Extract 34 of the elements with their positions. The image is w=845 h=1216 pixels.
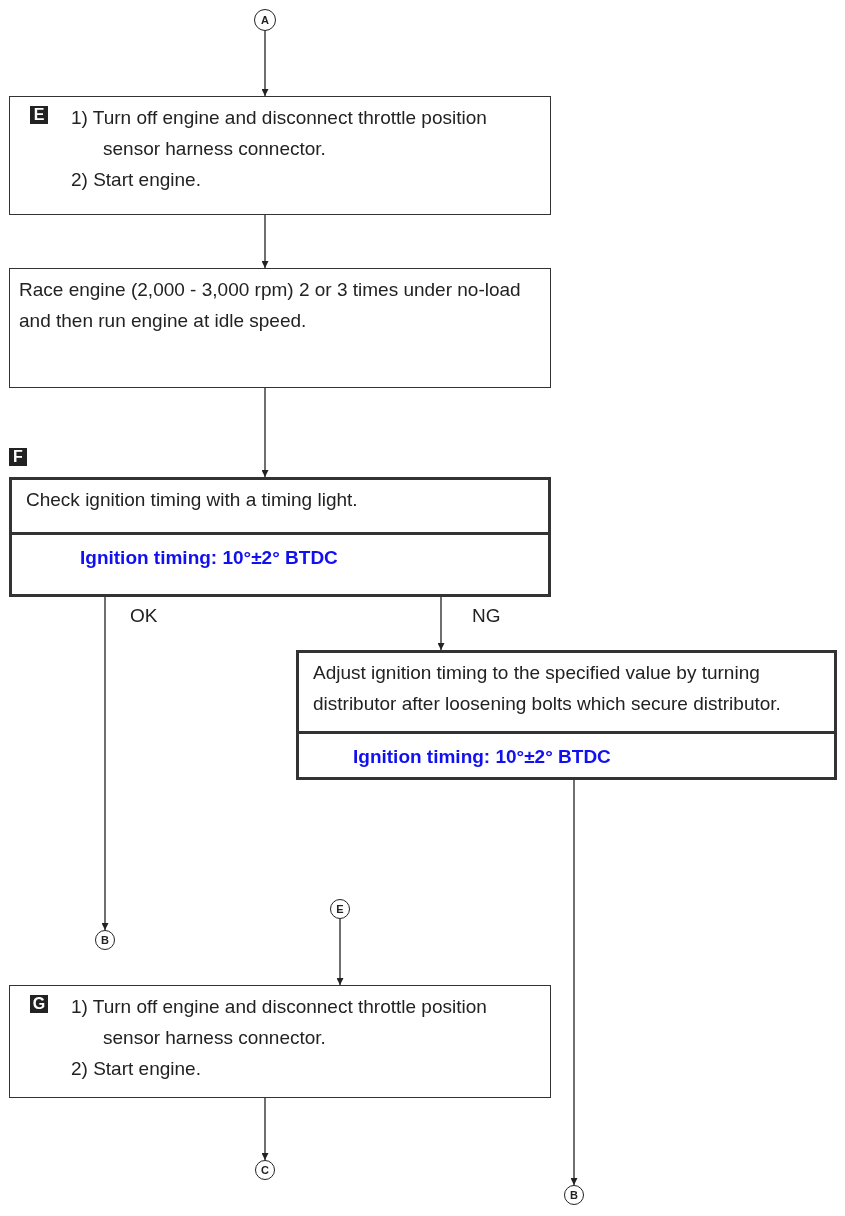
connector-letter: B (570, 1189, 578, 1201)
spec-text: Ignition timing: 10°±2° BTDC (80, 547, 338, 569)
arrow (336, 918, 344, 986)
connector-letter: C (261, 1164, 269, 1176)
step-marker: G (30, 995, 48, 1013)
instruction-text: Adjust ignition timing to the specified value by turning distributor after loosening bolts which secure distributor. (313, 661, 782, 716)
arrow (261, 30, 269, 97)
connector-letter: A (261, 14, 269, 26)
instruction-text: 1) Turn off engine and disconnect throttle position sensor harness connector. (71, 106, 488, 161)
instruction-text: 2) Start engine. (71, 168, 202, 192)
process-box (9, 268, 551, 388)
connector-circle (564, 1185, 584, 1205)
step-marker: F (9, 448, 27, 466)
process-box (9, 96, 551, 215)
arrow (261, 1097, 269, 1161)
instruction-text: Race engine (2,000 - 3,000 rpm) 2 or 3 times under no-load and then run engine at idle speed. (19, 278, 522, 333)
instruction-text: 2) Start engine. (71, 1057, 202, 1081)
connector-letter: B (101, 934, 109, 946)
connector-circle (95, 930, 115, 950)
instruction-text: Check ignition timing with a timing light. (26, 488, 359, 512)
arrow (570, 779, 578, 1186)
process-box (9, 985, 551, 1098)
instruction-text: 1) Turn off engine and disconnect throttle position sensor harness connector. (71, 995, 488, 1050)
check-box (296, 650, 837, 780)
arrow (261, 387, 269, 478)
arrow (437, 596, 445, 651)
arrow (261, 214, 269, 269)
arrow (101, 596, 109, 931)
connector-circle (254, 9, 276, 31)
step-marker: E (30, 106, 48, 124)
connector-circle (330, 899, 350, 919)
connector-letter: E (336, 903, 344, 915)
connector-circle (255, 1160, 275, 1180)
spec-text: Ignition timing: 10°±2° BTDC (353, 746, 611, 768)
